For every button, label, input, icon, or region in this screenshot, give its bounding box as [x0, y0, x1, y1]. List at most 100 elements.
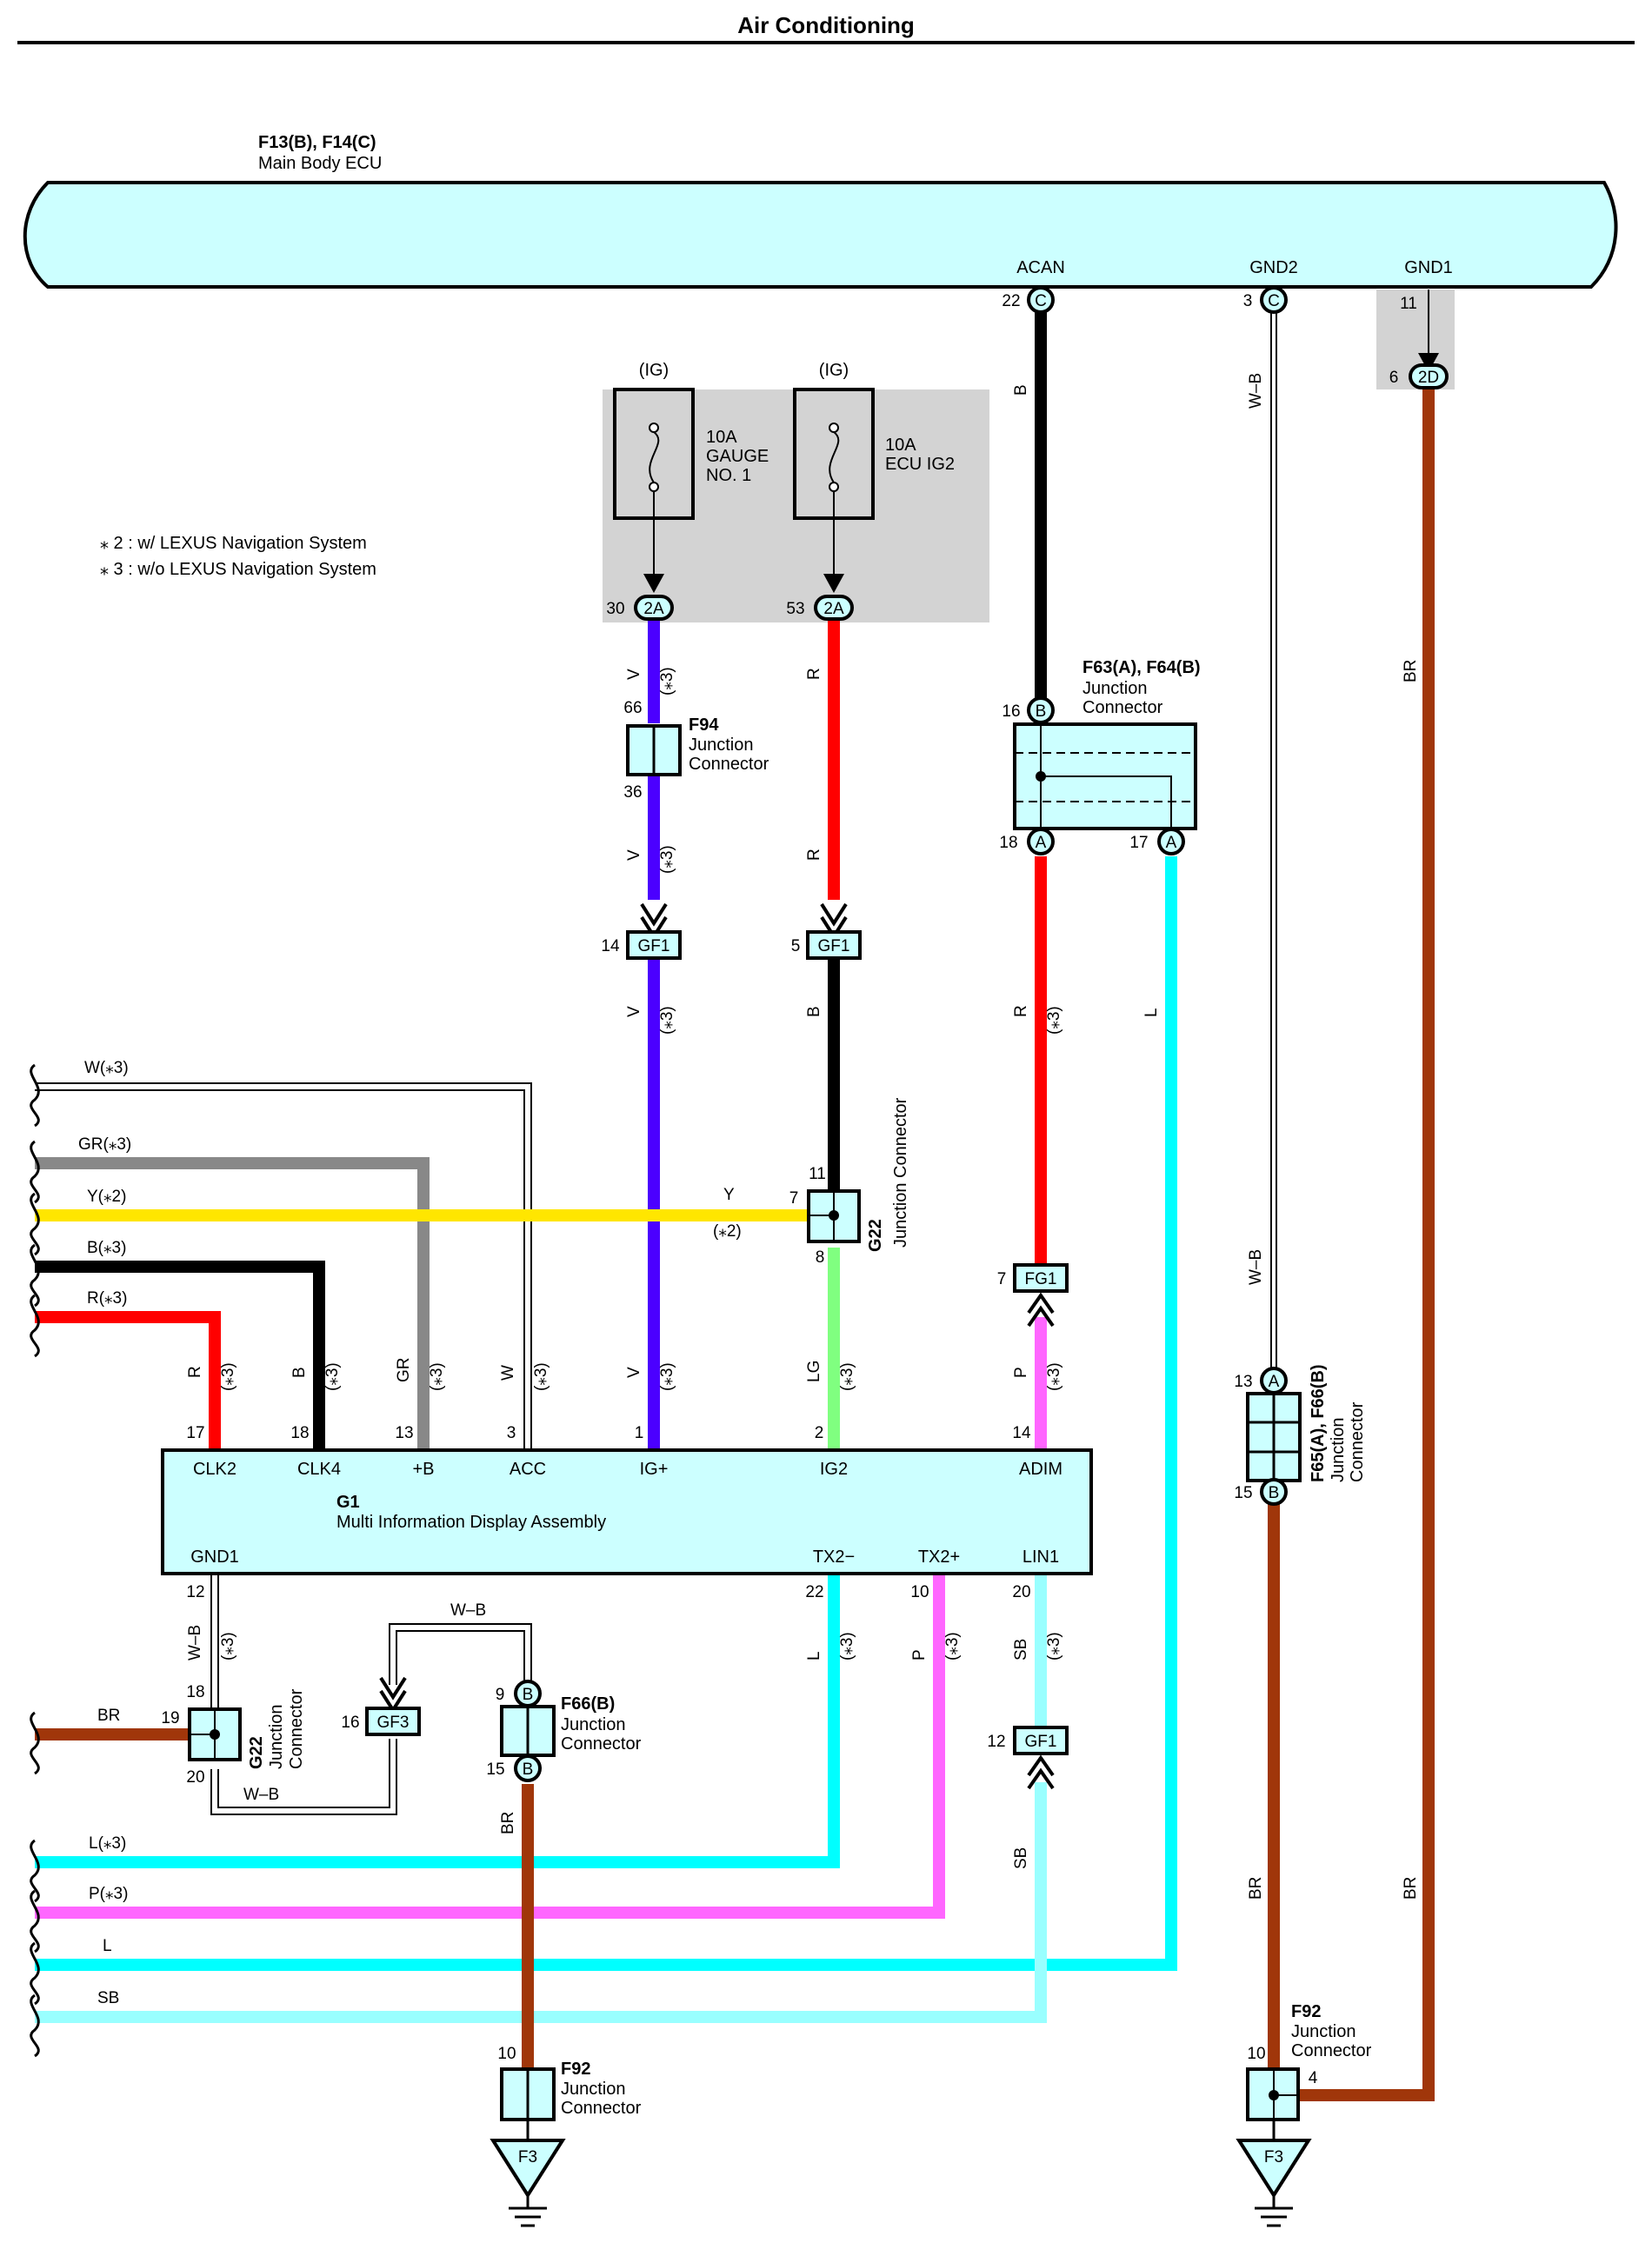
- f92-right-line1: Junction: [1291, 2022, 1356, 2041]
- wire-label-v-3-s3: (⁎3): [658, 1006, 676, 1035]
- g22-lower-code: G22: [247, 1736, 266, 1769]
- f92-left-code: F92: [561, 2060, 590, 2079]
- left-wire-label-sb: SB: [97, 1989, 119, 2007]
- wire-label-lg-ig2-s3: (⁎3): [838, 1362, 856, 1391]
- wire-label-v-igplus-s3: (⁎3): [658, 1362, 676, 1391]
- pin-30: 30: [606, 600, 624, 618]
- wire-label-p-tx2p: P: [910, 1649, 929, 1661]
- ground-right-earth: [1255, 2195, 1293, 2227]
- f66-b15-label: B: [523, 1760, 534, 1779]
- fuse-ecuig2-2a-connector: [814, 595, 854, 621]
- f94-line2: Connector: [689, 755, 769, 774]
- g22-upper-name: Junction Connector: [891, 1097, 910, 1248]
- wire-label-sb-lin1-s3: (⁎3): [1045, 1632, 1063, 1661]
- wire-label-sb-lin1: SB: [1012, 1639, 1030, 1661]
- ecu-gnd2-connector-label: C: [1268, 292, 1280, 310]
- f63-line1: Junction: [1082, 679, 1148, 698]
- wire-gr: [35, 1157, 430, 1450]
- f65-line2: Connector: [1348, 1401, 1367, 1482]
- ecu-terminal-gnd1: GND1: [1404, 258, 1453, 277]
- pin-3-g1: 3: [507, 1424, 516, 1442]
- pin-10-f92-right: 10: [1247, 2045, 1265, 2063]
- f65-line1: Junction: [1329, 1418, 1348, 1483]
- ecu-acan-connector-label: C: [1035, 292, 1047, 310]
- fuse-ecuig2-element: [829, 431, 840, 483]
- g1-terminal-gnd1: GND1: [190, 1547, 239, 1567]
- left-wire-label-p3: P(⁎3): [89, 1885, 128, 1903]
- wire-wb-f66-gf3-inner: [390, 1625, 530, 1685]
- g1-terminal-tx2m: TX2−: [813, 1547, 855, 1567]
- pin-7-fg1: 7: [997, 1270, 1007, 1288]
- wire-label-v-1-s3: (⁎3): [658, 667, 676, 696]
- wire-label-wb-gnd1-s3: (⁎3): [219, 1632, 237, 1661]
- wire-wb-g22-gf3-inner: [212, 1739, 396, 1814]
- gf1-r-label: GF1: [818, 937, 850, 955]
- wire-l-f63-can: [35, 856, 1177, 1971]
- wire-br-gnd1-f92: [1296, 389, 1435, 2101]
- title-rule: [17, 41, 1635, 44]
- ground-right-label: F3: [1264, 2148, 1283, 2166]
- g22-lower-node: [210, 1729, 220, 1740]
- wire-label-b-clk4-s3: (⁎3): [323, 1362, 342, 1391]
- gnd1-arrow: [1418, 353, 1439, 372]
- f65-code: F65(A), F66(B): [1309, 1364, 1328, 1482]
- wire-label-r-2: R: [805, 849, 823, 861]
- left-wire-label-w: W(⁎3): [84, 1059, 129, 1077]
- page-title: Air Conditioning: [737, 12, 915, 38]
- wire-label-r-f63: R: [1012, 1005, 1030, 1017]
- wire-w-inner: [35, 1084, 530, 1450]
- fuse2-source: (IG): [819, 361, 849, 380]
- wire-label-br-f65: BR: [1247, 1877, 1265, 1900]
- fuse-ecuig2-name: ECU IG2: [885, 455, 955, 474]
- pin-17-g1: 17: [186, 1424, 204, 1442]
- g1-terminal-acc: ACC: [510, 1460, 546, 1479]
- f92-left-line1: Junction: [561, 2080, 626, 2099]
- g1-assembly-body: [161, 1448, 1093, 1575]
- wire-label-v-1: V: [625, 669, 643, 680]
- f65-b-terminal: [1260, 1478, 1288, 1506]
- wire-label-w-acc-s3: (⁎3): [532, 1362, 550, 1391]
- g22-lower-line1: Junction: [267, 1705, 286, 1770]
- fuse-gauge-arrow: [643, 574, 664, 593]
- pin-15-f66: 15: [486, 1760, 504, 1779]
- left-wire-label-gr: GR(⁎3): [78, 1135, 131, 1154]
- wire-label-l-tx2m: L: [805, 1651, 823, 1661]
- wire-label-v-2-s3: (⁎3): [658, 845, 676, 874]
- main-ecu-name: Main Body ECU: [258, 154, 382, 173]
- fuse-ecuig2-2a-label: 2A: [823, 600, 844, 618]
- pin-15-f65: 15: [1234, 1484, 1252, 1502]
- g22-lower-line2: Connector: [287, 1688, 306, 1769]
- g22-upper-node: [829, 1210, 839, 1221]
- pin-11-gnd1: 11: [1400, 295, 1417, 313]
- fuse-gauge-name2: NO. 1: [706, 466, 751, 485]
- gf1-sb-label: GF1: [1025, 1733, 1057, 1751]
- ground-right-symbol: [1236, 2139, 1312, 2199]
- wire-label-r-clk2-s3: (⁎3): [219, 1362, 237, 1391]
- left-wire-label-r: R(⁎3): [87, 1289, 127, 1308]
- wire-label-wb-top: W–B: [450, 1601, 486, 1620]
- pin-8-g22: 8: [816, 1248, 825, 1267]
- g22-upper-code: G22: [866, 1219, 885, 1252]
- wire-label-r-1: R: [805, 668, 823, 680]
- left-wire-breaks: [30, 1063, 40, 2058]
- wire-label-wb-f65: W–B: [1247, 1249, 1265, 1285]
- fuse-ecuig2-arrow: [823, 574, 844, 593]
- pin-11-g22: 11: [809, 1165, 826, 1183]
- f63-a17-label: A: [1166, 834, 1177, 852]
- f66-b9-label: B: [523, 1686, 534, 1704]
- gf3-connector: [365, 1707, 421, 1736]
- g1-terminal-ig2: IG2: [820, 1460, 848, 1479]
- f63-a17-terminal: [1157, 828, 1185, 855]
- pin-9-f66: 9: [496, 1686, 505, 1704]
- f63-line2: Connector: [1082, 698, 1163, 717]
- wire-label-v-2: V: [625, 849, 643, 861]
- left-wire-label-b: B(⁎3): [87, 1239, 126, 1257]
- wire-l-tx2m: [35, 1574, 840, 1868]
- wire-label-r-f63-s3: (⁎3): [1045, 1006, 1063, 1035]
- wire-label-l-f63: L: [1142, 1008, 1161, 1017]
- pin-7-g22: 7: [789, 1189, 799, 1208]
- wire-label-v-igplus: V: [625, 1367, 643, 1378]
- wire-label-l-tx2m-s3: (⁎3): [838, 1632, 856, 1661]
- f63-internal-bus-branch: [1041, 775, 1172, 829]
- ecu-acan-terminal: [1027, 286, 1055, 314]
